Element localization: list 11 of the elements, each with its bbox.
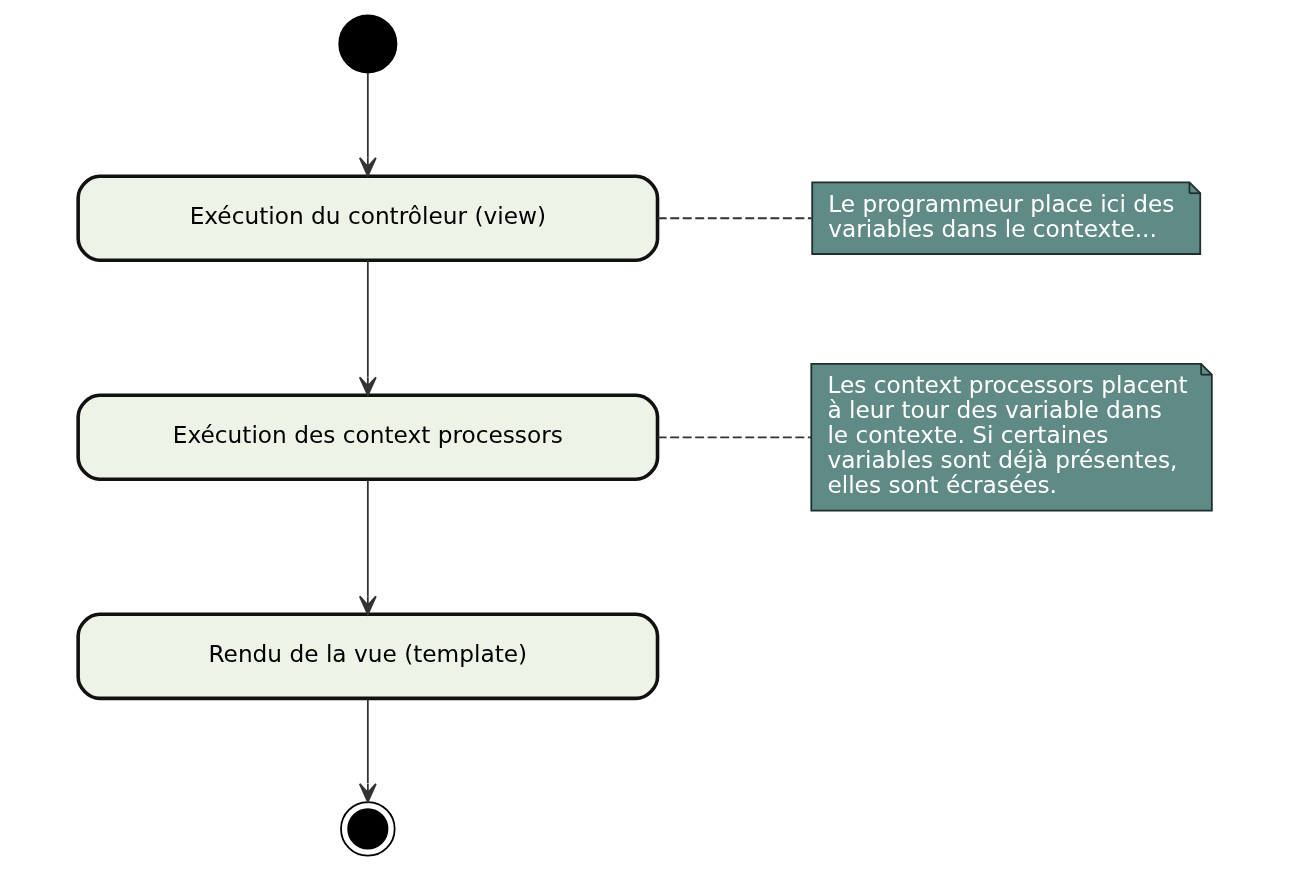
arrow (358, 698, 377, 803)
node-bullseye (339, 801, 396, 857)
arrow (358, 478, 377, 616)
node-box: Exécution des context processors (75, 393, 659, 482)
connector (656, 436, 812, 439)
node-box: Exécution du contrôleur (view) (75, 174, 659, 263)
node-box: Rendu de la vue (template) (75, 612, 659, 701)
arrow (358, 72, 377, 177)
node-circle (337, 14, 397, 74)
connector (656, 217, 812, 220)
arrow (358, 259, 377, 397)
